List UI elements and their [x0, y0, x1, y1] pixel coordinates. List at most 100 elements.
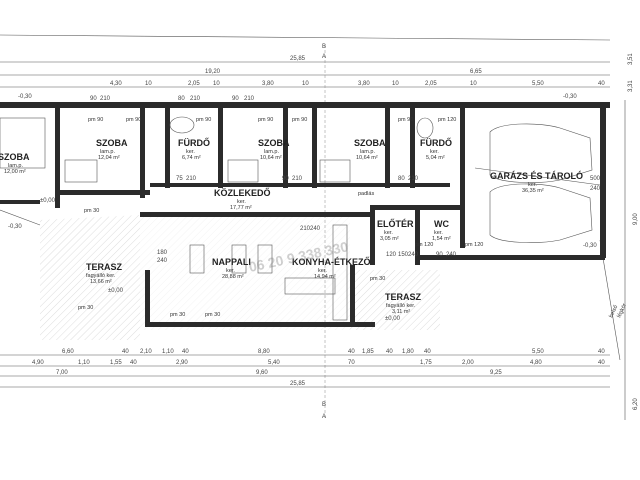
site-boundary-left [0, 209, 41, 226]
dim-r3-1: 10 [145, 81, 152, 87]
small-dim: 210 [100, 96, 111, 102]
dim-r3-8: 2,05 [425, 81, 437, 87]
furniture [0, 116, 601, 321]
room-floor-szoba-4: lam.p. [360, 149, 375, 155]
dim-b1: 5,50 [532, 349, 544, 355]
dim-b2: 2,90 [176, 360, 188, 366]
level-mark: ±0,00 [385, 316, 401, 322]
room-name-szoba-1: SZOBA [0, 152, 30, 162]
small-dim: 120 [386, 252, 397, 258]
door-label: pm 90 [258, 117, 273, 123]
small-dim: 90 [232, 96, 239, 102]
room-floor-szoba-1: lam.p. [8, 163, 23, 169]
dim-b1: 40 [598, 349, 605, 355]
dim-b3: 9,25 [490, 370, 502, 376]
level-mark: -0,30 [8, 224, 22, 230]
small-dim: 75 [176, 176, 183, 182]
room-name-nappali: NAPPALI [212, 257, 251, 267]
level-mark: ±0,00 [40, 198, 56, 204]
dim-top-right-b: 3,31 [628, 80, 634, 92]
section-mark-top-a: A [322, 54, 326, 60]
door-label: pm 90 [292, 117, 307, 123]
small-dim: 240 [590, 186, 601, 192]
dim-b1: 2,10 [140, 349, 152, 355]
right-dimensions: 9,00 6,20 [624, 100, 639, 420]
door-label: pm 90 [126, 117, 141, 123]
room-floor-nappali: ker. [226, 268, 235, 274]
room-area-kozlekedo: 17,77 m² [230, 205, 252, 211]
section-mark-bottom-b: B [322, 402, 326, 408]
dim-r3-9: 10 [470, 81, 477, 87]
dim-b1: 40 [182, 349, 189, 355]
room-area-konyha: 14,94 m² [314, 274, 336, 280]
room-name-eloter: ELŐTÉR [377, 218, 414, 229]
dim-top-total: 25,85 [290, 56, 306, 62]
dim-r3-4: 3,80 [262, 81, 274, 87]
small-dim: 150 [398, 252, 409, 258]
room-name-garage: GARÁZS ÉS TÁROLÓ [490, 170, 583, 181]
misc-label-legkor: légkör [616, 303, 628, 319]
room-floor-wc: ker. [434, 230, 443, 236]
room-area-terasz-2: 3,11 m² [392, 309, 410, 315]
dim-b1: 6,60 [62, 349, 74, 355]
misc-label-belso: belső [608, 304, 619, 318]
dim-b2: 5,40 [268, 360, 280, 366]
dim-b2: 1,55 [110, 360, 122, 366]
small-dim: 80 [398, 176, 405, 182]
room-floor-garage: ker. [528, 182, 537, 188]
dim-right-a: 9,00 [633, 213, 639, 225]
small-dim: 210 [408, 176, 419, 182]
door-label: pm 120 [465, 242, 483, 248]
dim-b2: 40 [598, 360, 605, 366]
top-dimensions: 25,85 19,20 6,65 4,30 10 2,05 10 3,80 10… [0, 53, 634, 92]
dim-right-b: 6,20 [633, 398, 639, 410]
room-floor-szoba-2: lam.p. [100, 149, 115, 155]
living-area-hatch [140, 215, 350, 330]
small-dim: 180 [157, 250, 168, 256]
section-mark-bottom-a: A [322, 414, 326, 420]
room-name-furdo-1: FÜRDŐ [178, 137, 210, 148]
door-label: pm 90 [398, 117, 413, 123]
level-marks: ±0,00 ±0,00 -0,30 -0,30 -0,30 -0,30 ±0,0… [8, 94, 597, 322]
dim-r3-0: 4,30 [110, 81, 122, 87]
room-name-szoba-2: SZOBA [96, 138, 128, 148]
dim-b3: 7,00 [56, 370, 68, 376]
dim-b1: 1,85 [362, 349, 374, 355]
room-area-garage: 36,35 m² [522, 188, 544, 194]
dim-top-b: 6,65 [470, 69, 482, 75]
small-dim: 90 [282, 176, 289, 182]
room-labels: SZOBA lam.p. 12,00 m² SZOBA lam.p. 12,04… [0, 137, 583, 315]
dim-b2: 4,90 [32, 360, 44, 366]
room-area-furdo-2: 5,04 m² [426, 155, 445, 161]
room-area-szoba-3: 10,64 m² [260, 155, 282, 161]
dim-b1: 40 [348, 349, 355, 355]
site-boundary-top [0, 34, 611, 41]
level-mark: -0,30 [563, 94, 577, 100]
small-dim: 210 [300, 226, 311, 232]
door-label: pm 30 [78, 305, 93, 311]
attic-label: padlás [358, 191, 374, 197]
room-area-szoba-2: 12,04 m² [98, 155, 120, 161]
room-floor-szoba-3: lam.p. [264, 149, 279, 155]
dim-b2: 1,75 [420, 360, 432, 366]
door-labels: pm 90 pm 90 pm 90 pm 90 pm 90 pm 90 pm 1… [78, 117, 483, 318]
room-floor-konyha: ker. [318, 268, 327, 274]
room-area-terasz-1: 13,66 m² [90, 279, 112, 285]
dim-r3-3: 10 [213, 81, 220, 87]
room-name-terasz-2: TERASZ [385, 292, 422, 302]
door-label: pm 90 [88, 117, 103, 123]
room-name-wc: WC [434, 219, 449, 229]
room-area-nappali: 28,88 m² [222, 274, 244, 280]
room-floor-eloter: ker. [384, 230, 393, 236]
small-dim: 500 [590, 176, 601, 182]
dim-b1: 40 [386, 349, 393, 355]
dim-b1: 40 [122, 349, 129, 355]
room-name-furdo-2: FÜRDŐ [420, 137, 452, 148]
dim-top-a: 19,20 [205, 69, 221, 75]
door-label: pm 30 [84, 208, 99, 214]
walls [0, 102, 610, 327]
dim-b3: 9,60 [256, 370, 268, 376]
bottom-dimensions: 6,60 40 2,10 1,10 40 8,80 40 1,85 40 1,8… [0, 349, 610, 388]
dim-r3-11: 40 [598, 81, 605, 87]
